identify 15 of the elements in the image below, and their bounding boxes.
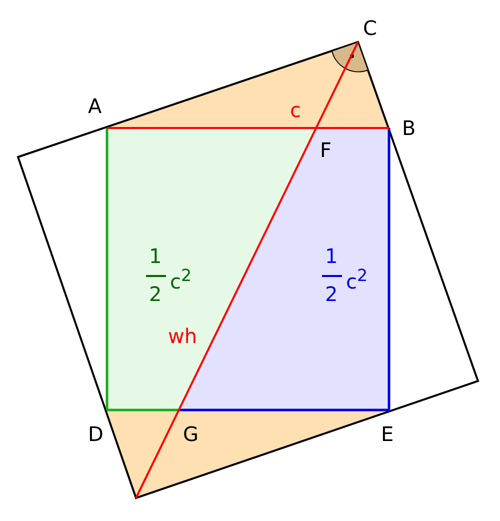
point-label: G bbox=[183, 424, 198, 444]
fraction-denominator: 2 bbox=[149, 284, 162, 304]
side-label: c bbox=[290, 100, 301, 120]
area-label: c$^{2}$ bbox=[346, 268, 368, 292]
point-label: F bbox=[320, 140, 332, 160]
point-label: A bbox=[88, 96, 102, 116]
point-label: E bbox=[381, 424, 394, 444]
fraction-denominator: 2 bbox=[325, 284, 338, 304]
fraction-numerator: 1 bbox=[149, 246, 162, 266]
segment-label: wh bbox=[168, 326, 198, 346]
area-label: c$^{2}$ bbox=[170, 268, 192, 292]
point-label: B bbox=[402, 118, 416, 138]
fraction-numerator: 1 bbox=[325, 246, 338, 266]
point-label: D bbox=[88, 424, 104, 444]
point-label: C bbox=[363, 18, 377, 38]
